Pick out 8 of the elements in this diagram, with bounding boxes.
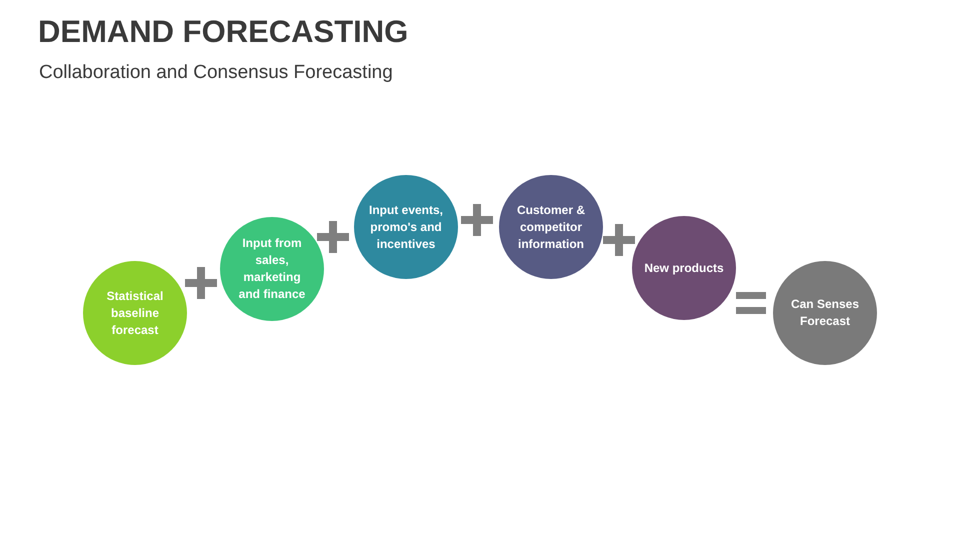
node-text: Input from sales, marketing and finance — [238, 235, 306, 303]
node-text: New products — [644, 260, 724, 276]
subtitle: Collaboration and Consensus Forecasting — [39, 62, 393, 84]
node-text: Can Senses Forecast — [790, 296, 860, 330]
node-text: Statistical baseline forecast — [106, 288, 164, 338]
title: DEMAND FORECASTING — [38, 14, 408, 50]
node-text: Customer & competitor information — [516, 202, 586, 252]
node-text: Input events, promo's and incentives — [368, 202, 444, 252]
